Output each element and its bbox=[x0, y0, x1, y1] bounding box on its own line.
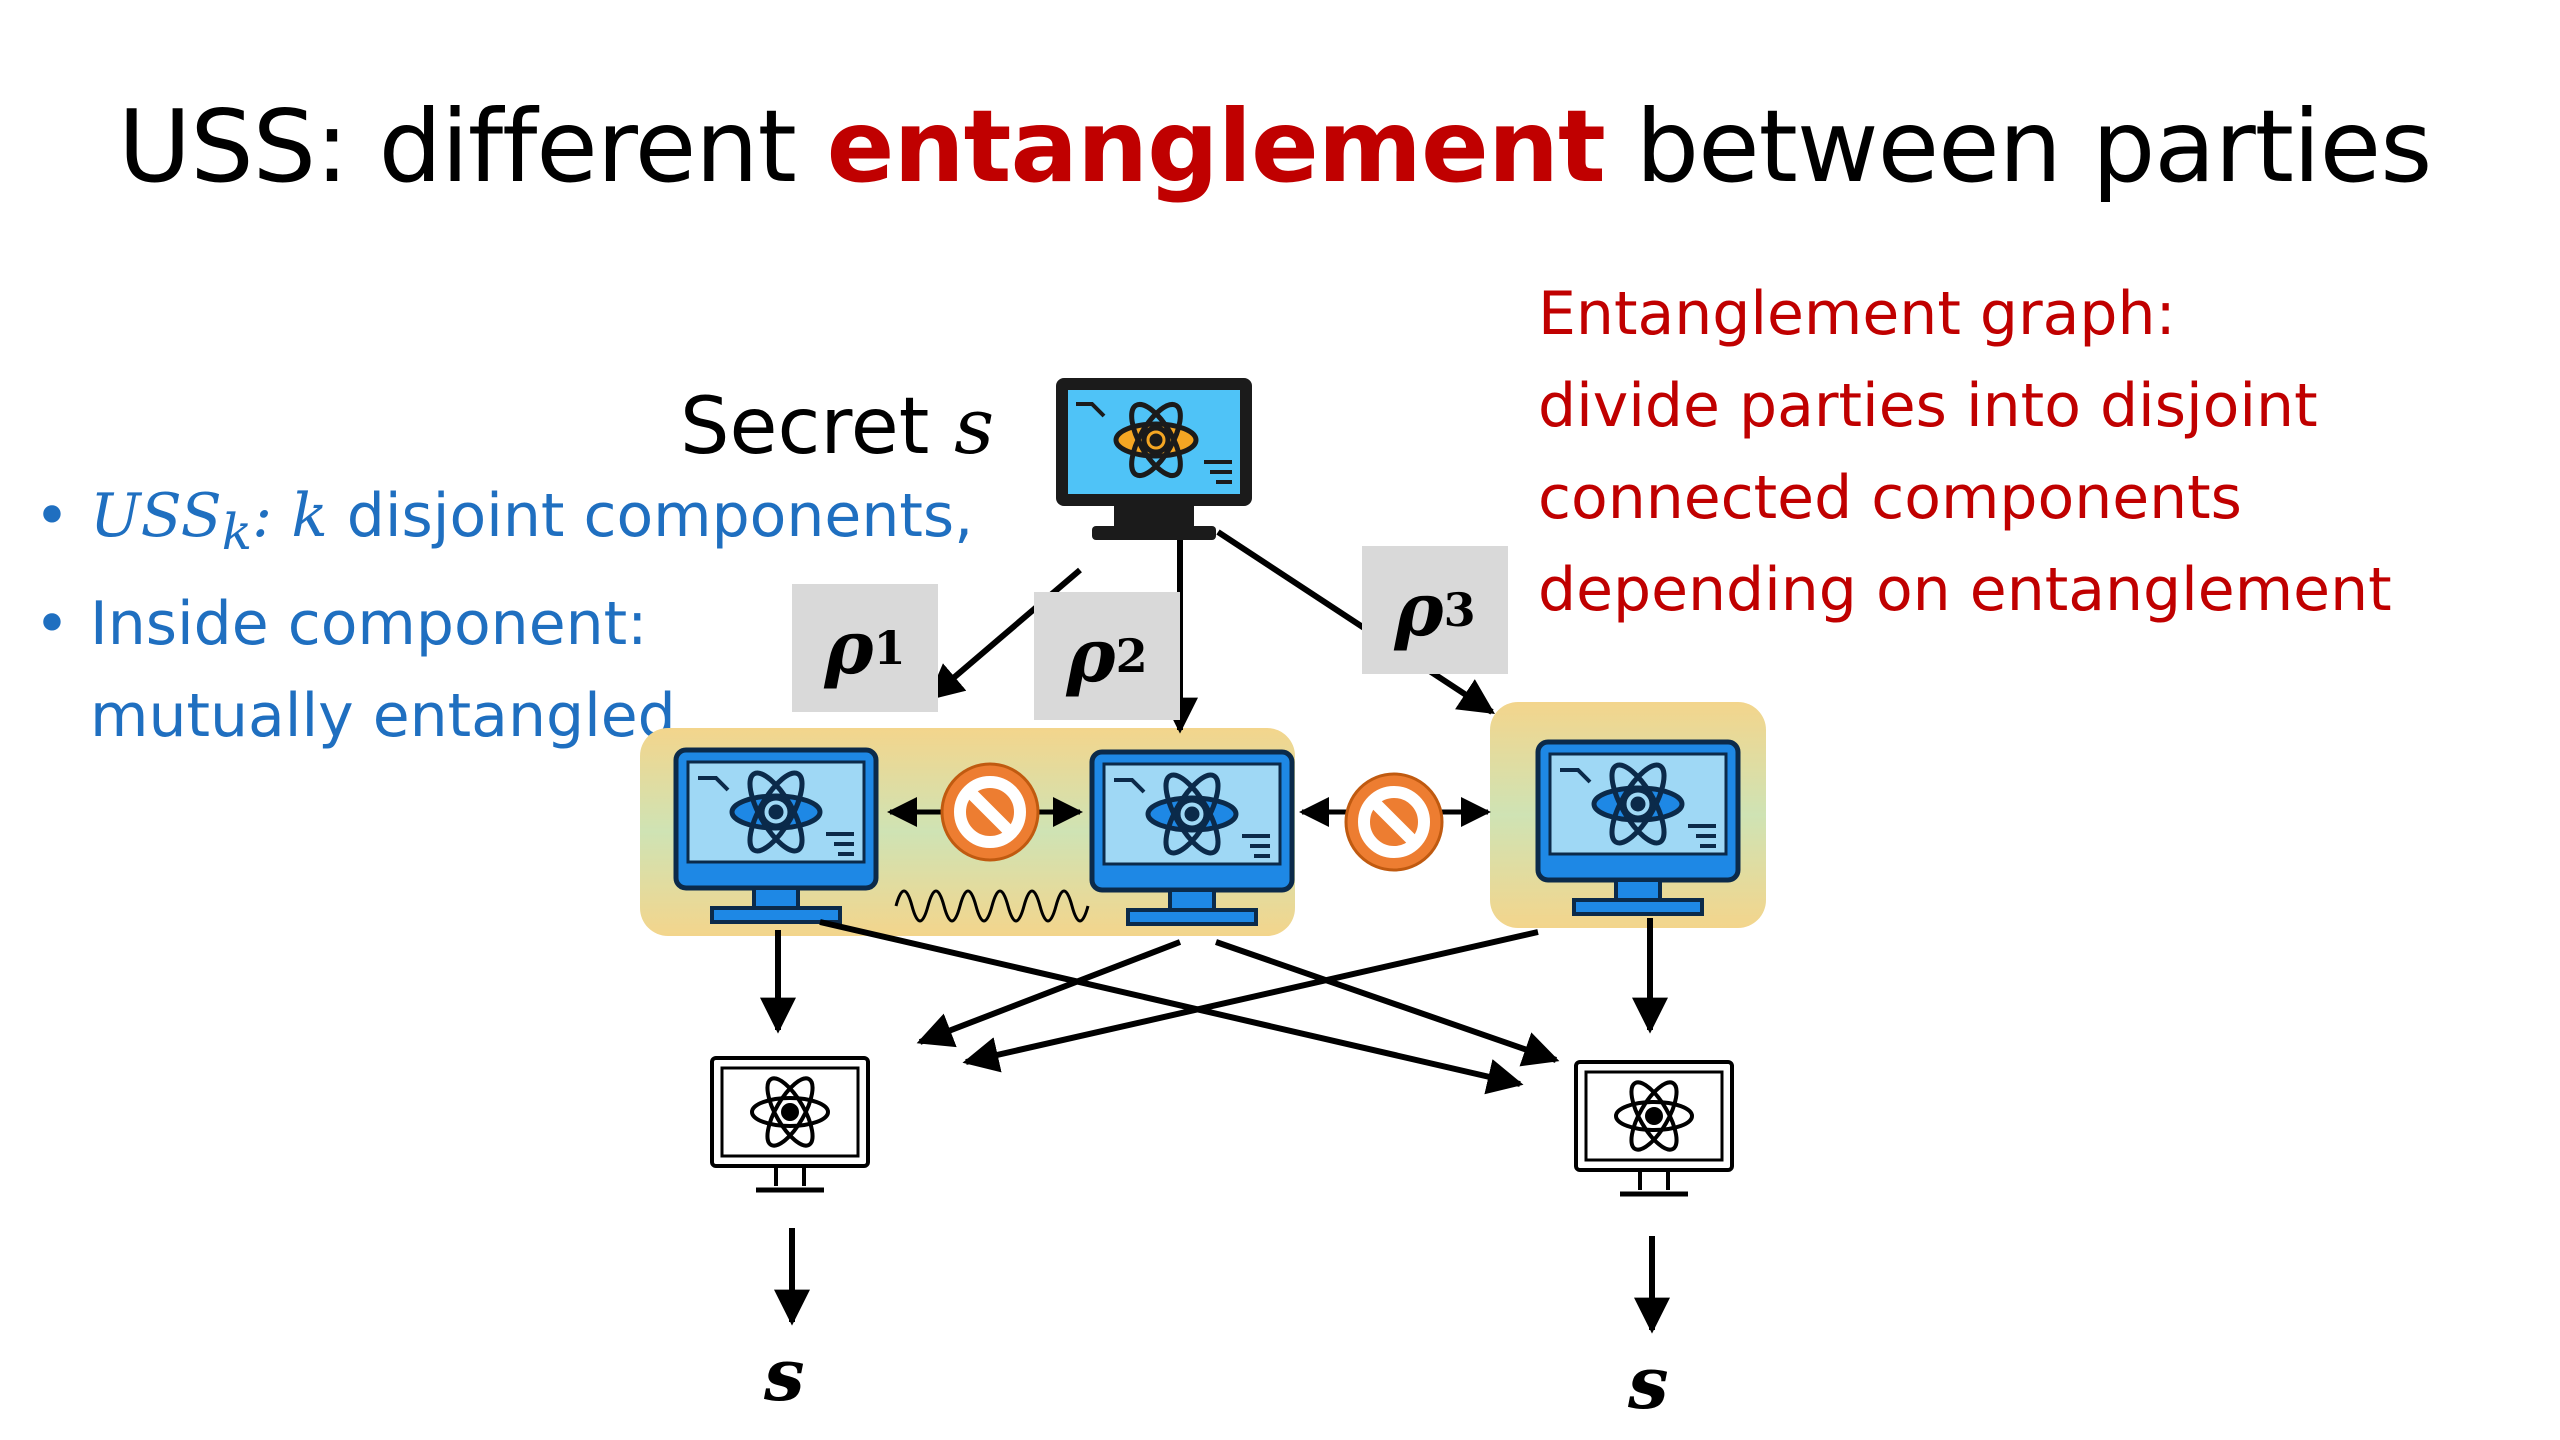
reconstructor-1-atom-monitor-icon bbox=[712, 1058, 868, 1190]
note-line-1: Entanglement graph: bbox=[1538, 279, 2176, 349]
title-highlight: entanglement bbox=[826, 88, 1606, 205]
arrow-party3-to-rec1 bbox=[962, 929, 1539, 1073]
bullet-2-line-2: mutually entangled bbox=[90, 681, 676, 751]
arrow-to-party-3 bbox=[1216, 529, 1496, 715]
secret-label: Secret s bbox=[680, 382, 995, 472]
note-line-2: divide parties into disjoint bbox=[1538, 371, 2318, 441]
output-secret-2: s bbox=[1628, 1340, 1669, 1425]
uss-k-symbol: USSk: k bbox=[90, 481, 328, 561]
title-suffix: between parties bbox=[1604, 88, 2433, 205]
bullet-item-2: • Inside component: bbox=[14, 578, 973, 670]
slide-title: USS: different entanglement between part… bbox=[118, 88, 2433, 205]
note-line-3: connected components bbox=[1538, 463, 2242, 533]
secret-holder-quantum-computer-icon bbox=[1056, 378, 1252, 540]
title-prefix: USS: different bbox=[118, 88, 827, 205]
arrow-party1-to-rec2 bbox=[819, 919, 1524, 1095]
entanglement-graph-note: Entanglement graph: divide parties into … bbox=[1538, 268, 2392, 636]
arrow-to-party-1 bbox=[927, 567, 1082, 701]
bullet-item-1: • USSk: k disjoint components, bbox=[34, 481, 974, 561]
no-entanglement-icon-2 bbox=[1346, 774, 1442, 870]
bullet-1-text: disjoint components, bbox=[327, 481, 974, 551]
secret-symbol: s bbox=[954, 382, 995, 472]
reconstructor-2-atom-monitor-icon bbox=[1576, 1062, 1732, 1194]
wave-icon bbox=[894, 889, 1090, 923]
bullet-2-line-1: Inside component: bbox=[90, 589, 648, 659]
no-entanglement-icon-1 bbox=[942, 764, 1038, 860]
arrow-party2-to-rec1 bbox=[916, 939, 1182, 1048]
output-secret-1: s bbox=[764, 1332, 805, 1417]
arrow-party2-to-rec2 bbox=[1215, 939, 1560, 1067]
bullet-list: • USSk: k disjoint components, • Inside … bbox=[14, 470, 973, 762]
note-line-4: depending on entanglement bbox=[1538, 555, 2392, 625]
